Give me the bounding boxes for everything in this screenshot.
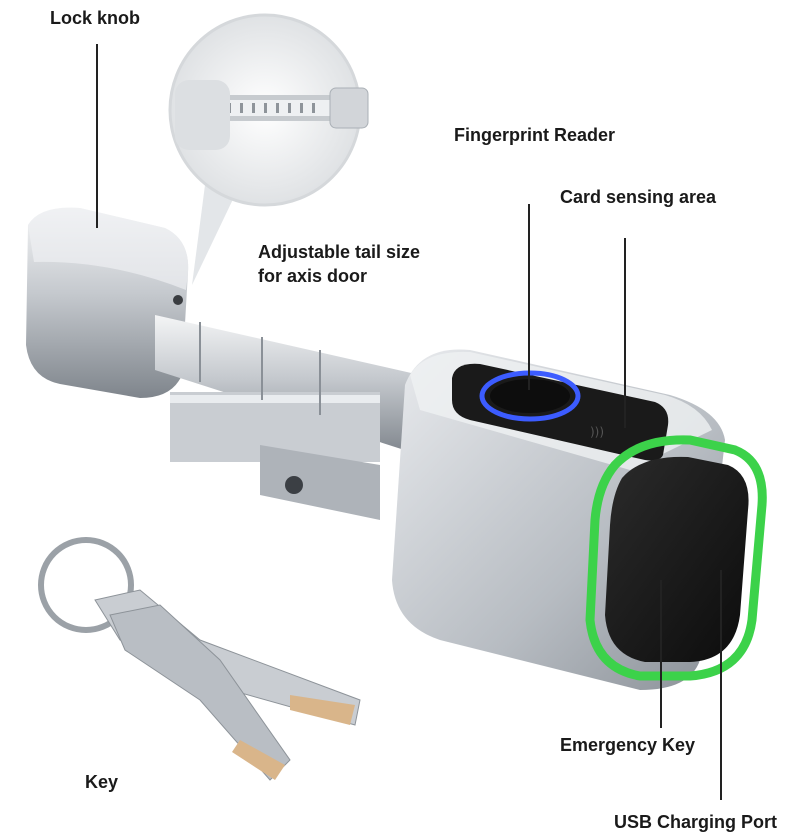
tail-zoom-bubble bbox=[168, 13, 369, 285]
cylinder-shaft bbox=[155, 315, 420, 520]
label-card-sensing-area: Card sensing area bbox=[560, 187, 717, 207]
label-lock-knob: Lock knob bbox=[50, 8, 141, 28]
keys bbox=[38, 537, 361, 781]
svg-text:))): ))) bbox=[590, 425, 604, 439]
sensor-panel: ))) bbox=[452, 363, 669, 461]
leader-usb-port bbox=[720, 570, 722, 800]
leader-fingerprint bbox=[528, 204, 530, 390]
label-key: Key bbox=[85, 772, 119, 792]
leader-card-sensing bbox=[624, 238, 626, 428]
leader-emergency-key bbox=[660, 580, 662, 728]
leader-lock-knob bbox=[96, 44, 98, 228]
label-emergency-key: Emergency Key bbox=[560, 735, 696, 755]
label-adjustable-tail: Adjustable tail size for axis door bbox=[258, 242, 421, 286]
lock-knob-body bbox=[26, 207, 189, 398]
label-fingerprint-reader: Fingerprint Reader bbox=[454, 125, 616, 145]
front-face bbox=[585, 435, 767, 681]
label-usb-charging-port: USB Charging Port bbox=[614, 812, 778, 832]
